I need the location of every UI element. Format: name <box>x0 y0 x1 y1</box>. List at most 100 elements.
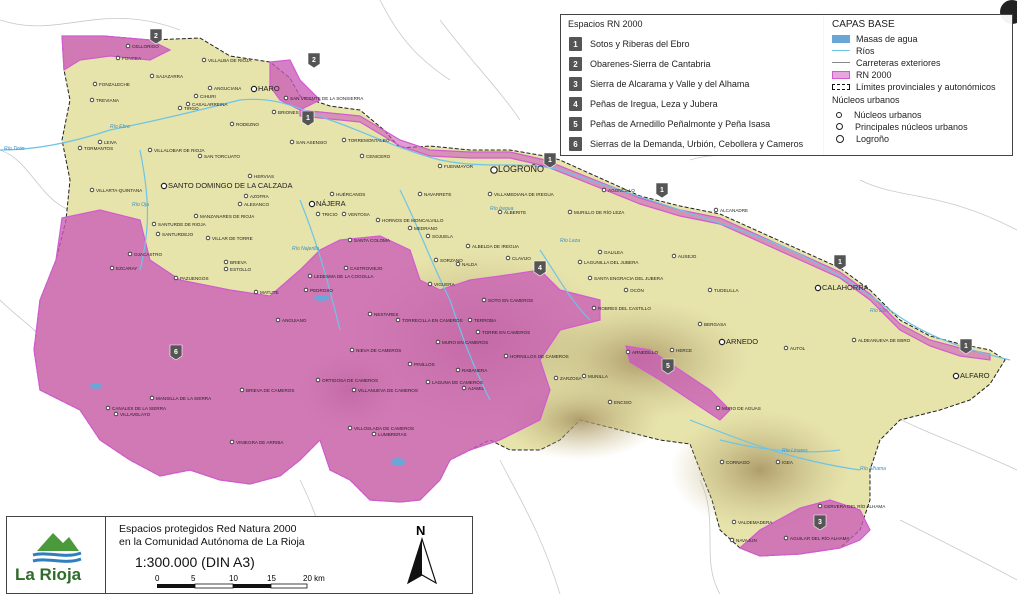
town-label: VILLALBA DE RIOJA <box>208 58 252 63</box>
town-dot-icon <box>581 373 587 379</box>
town-33: AGONCILLO <box>601 187 635 193</box>
legend-row-rivers: Ríos <box>832 45 875 56</box>
town-dot-icon <box>671 253 677 259</box>
town-12: SAN VICENTE DE LA SONSIERRA <box>283 95 364 101</box>
town-dot-icon <box>127 251 133 257</box>
town-dot-icon <box>435 339 441 345</box>
town-label: FUENMAYOR <box>444 164 474 169</box>
town-dot-icon <box>109 265 115 271</box>
town-label: ANGUIANO <box>282 318 307 323</box>
town-label: IGEA <box>782 460 794 465</box>
zone-marker-label: 1 <box>306 115 310 122</box>
town-label: MANSILLA DE LA SIERRA <box>156 396 212 401</box>
town-label: SANTA ENGRACIA DEL JUBERA <box>594 276 664 281</box>
town-dot-icon <box>407 361 413 367</box>
town-71: NESTARES <box>367 311 398 317</box>
town-dot-icon <box>239 387 245 393</box>
rn-legend-item: 5 Peñas de Arnedillo Peñalmonte y Peña I… <box>569 116 770 132</box>
town-dot-icon <box>149 395 155 401</box>
zone-6-icon: 6 <box>569 137 582 151</box>
town-dot-icon <box>351 387 357 393</box>
rn-legend-label: Sierras de la Demanda, Urbión, Cebollera… <box>590 139 804 149</box>
town-label: VILLARTA-QUINTANA <box>96 188 143 193</box>
town-17: VILLALOBAR DE RIOJA <box>147 147 205 153</box>
town-80: NIEVA DE CAMEROS <box>349 347 401 353</box>
zone-marker-label: 2 <box>154 33 158 40</box>
town-dot-icon <box>729 537 735 543</box>
rn-legend-item: 2 Obarenes-Sierra de Cantabria <box>569 56 711 72</box>
town-73: TERROBA <box>467 317 497 323</box>
town-4: SAJAZARRA <box>149 73 184 79</box>
legend-label: Masas de agua <box>856 33 918 44</box>
rn-legend-label: Peñas de Arnedillo Peñalmonte y Peña Isa… <box>590 119 771 129</box>
zone-marker-label: 1 <box>964 343 968 350</box>
town-82: ARNEDILLO <box>625 349 658 355</box>
town-dot-icon <box>577 259 583 265</box>
zone-marker-icon <box>543 152 557 169</box>
town-dot-icon <box>177 105 183 111</box>
town-dot-icon <box>591 305 597 311</box>
town-label: SOTO EN CAMEROS <box>488 298 533 303</box>
town-label: GALILEA <box>604 250 624 255</box>
town-91: VILLANUEVA DE CAMEROS <box>351 387 418 393</box>
town-48: GALILEA <box>597 249 624 255</box>
town-21: CENICERO <box>359 153 391 159</box>
legend-label: Logroño <box>856 133 890 144</box>
town-75: BERGASA <box>697 321 727 327</box>
town-label: CENICERO <box>366 154 391 159</box>
town-label: VIGUERA <box>434 282 456 287</box>
rn-legend-item: 4 Peñas de Iregua, Leza y Jubera <box>569 96 718 112</box>
town-label: ROBRES DEL CASTILLO <box>598 306 651 311</box>
town-label: CLAVIJO <box>512 256 531 261</box>
rn-area-obarenes-west <box>61 35 172 72</box>
town-dot-icon <box>113 411 119 417</box>
town-label: SOJUELA <box>432 234 454 239</box>
town-31: NAVARRETE <box>417 191 451 197</box>
town-dot-icon <box>481 297 487 303</box>
town-label: TORMANTOS <box>84 146 113 151</box>
town-label: SANTO DOMINGO DE LA CALZADA <box>168 181 292 190</box>
town-label: NAVARRETE <box>424 192 451 197</box>
town-dot-icon <box>229 439 235 445</box>
town-dot-icon <box>125 43 131 49</box>
town-label: NESTARES <box>374 312 398 317</box>
town-dot-icon <box>425 233 431 239</box>
zone-marker-label: 5 <box>666 363 670 370</box>
town-dot-icon <box>250 85 258 93</box>
town-24: HERVIAS <box>247 173 274 179</box>
town-dot-icon <box>229 121 235 127</box>
logo-text: La Rioja <box>15 565 82 584</box>
town-32: VILLAMEDIANA DE IREGUA <box>487 191 555 197</box>
town-7: HARO <box>250 84 280 93</box>
zone-marker-label: 1 <box>548 157 552 164</box>
zone-marker-icon <box>169 344 183 361</box>
town-dot-icon <box>193 93 199 99</box>
town-label: AGONCILLO <box>608 188 635 193</box>
town-5: FONZALECHE <box>92 81 130 87</box>
town-99: VILLOSLADA DE CAMEROS <box>347 425 414 431</box>
town-dot-icon <box>275 317 281 323</box>
town-62: MATUTE <box>253 289 279 295</box>
town-104: CERVERA DEL RÍO ALHAMA <box>817 503 886 509</box>
town-label: BRIEVA <box>230 260 247 265</box>
zone-marker-1: 1 <box>543 152 557 169</box>
town-dot-icon <box>395 317 401 323</box>
town-label: ANGUCIANA <box>214 86 242 91</box>
town-67: CALAHORRA <box>814 283 869 292</box>
town-15: LEIVA <box>97 139 118 145</box>
town-label: AJAMIL <box>468 386 485 391</box>
town-89: ORTIGOSA DE CAMEROS <box>315 377 378 383</box>
town-dot-icon <box>697 321 703 327</box>
scale-tick: 5 <box>191 574 196 583</box>
town-34: ALBERITE <box>497 209 526 215</box>
town-94: CANALES DE LA SIERRA <box>105 405 167 411</box>
town-52: BRIEVA <box>223 259 247 265</box>
north-arrow-box: N <box>372 516 473 594</box>
legend-row-limits: Límites provinciales y autonómicos <box>832 81 996 92</box>
legend-row-principales: Principales núcleos urbanos <box>832 121 968 132</box>
town-dot-icon <box>201 57 207 63</box>
town-dot-icon <box>359 153 365 159</box>
town-dot-icon <box>461 385 467 391</box>
town-label: FONZALECHE <box>99 82 130 87</box>
town-37: MANZANARES DE RIOJA <box>193 213 255 219</box>
